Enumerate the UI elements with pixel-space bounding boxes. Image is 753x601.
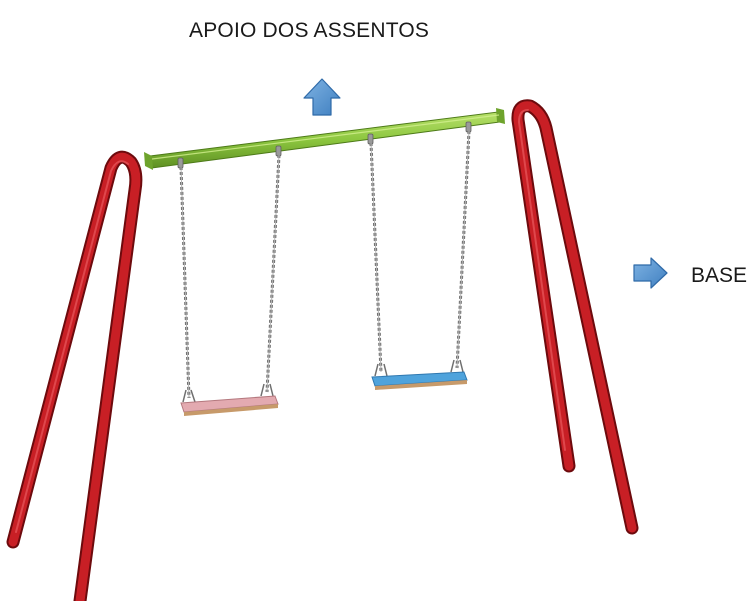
base-label: BASE <box>691 264 748 287</box>
right-swing-seat <box>371 371 468 390</box>
arrow-up-icon <box>303 78 341 116</box>
seat-support-label: APOIO DOS ASSENTOS <box>189 19 430 42</box>
right-frame-leg <box>511 99 639 535</box>
right-swing-chains <box>369 130 471 377</box>
left-swing-chains <box>179 154 281 403</box>
left-swing-seat <box>180 395 279 416</box>
chain-hangers <box>177 121 472 169</box>
arrow-right-icon <box>633 257 668 289</box>
crossbar-seat-support <box>144 108 505 170</box>
left-frame-leg <box>6 150 143 601</box>
